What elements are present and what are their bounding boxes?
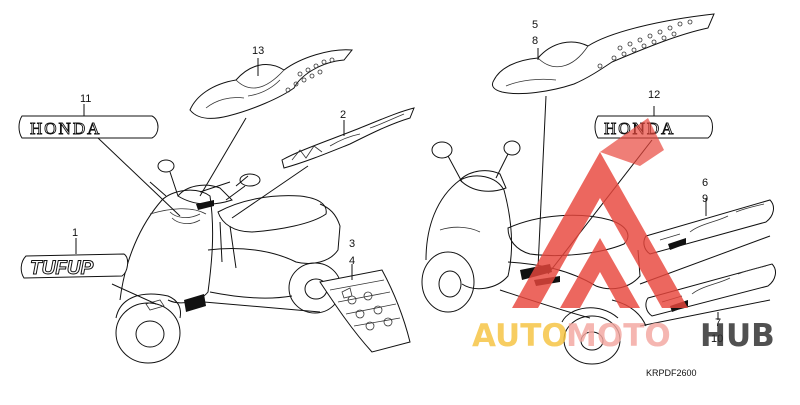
- tufup-emblem-text: TUFUP: [30, 258, 94, 279]
- stripe-dots-5-8: [597, 19, 693, 69]
- watermark: AUTO MOTO HUB: [472, 118, 775, 354]
- part-number-2: 2: [340, 109, 346, 121]
- honda-emblem-11: HONDA: [18, 115, 159, 139]
- stripe-decal-5-8: [491, 13, 715, 95]
- part-number-7: 7: [715, 317, 721, 329]
- part-number-3: 3: [349, 238, 355, 250]
- part-number-1: 1: [72, 227, 78, 239]
- stripe-decal-13: [189, 49, 353, 119]
- part-numbers: 13 11 2 1 3 4 5 8 12 6 9 7 10: [72, 19, 723, 345]
- stripe-dots-13: [285, 57, 335, 93]
- part-number-12: 12: [648, 89, 660, 101]
- watermark-moto-text: MOTO: [566, 318, 671, 354]
- honda-emblem-left-text: HONDA: [30, 119, 101, 138]
- part-number-11: 11: [80, 93, 91, 105]
- right-scooter: [421, 140, 647, 365]
- watermark-hub-text: HUB: [700, 318, 775, 354]
- watermark-logo: [512, 118, 688, 308]
- side-panel-decal-3-4: [319, 269, 411, 353]
- part-number-13: 13: [252, 45, 264, 57]
- tufup-emblem-1: TUFUP: [20, 253, 129, 280]
- side-strip-decal-6-9: [643, 199, 774, 255]
- left-scooter: [115, 159, 342, 364]
- part-number-6: 6: [702, 177, 708, 189]
- diagram-code: KRPDF2600: [646, 368, 697, 378]
- part-number-4: 4: [349, 255, 355, 267]
- part-number-10: 10: [711, 333, 723, 345]
- script-decal-2: [281, 107, 415, 169]
- watermark-auto-text: AUTO: [472, 318, 568, 354]
- part-number-5: 5: [532, 19, 538, 31]
- part-number-8: 8: [532, 35, 538, 47]
- part-number-9: 9: [702, 193, 708, 205]
